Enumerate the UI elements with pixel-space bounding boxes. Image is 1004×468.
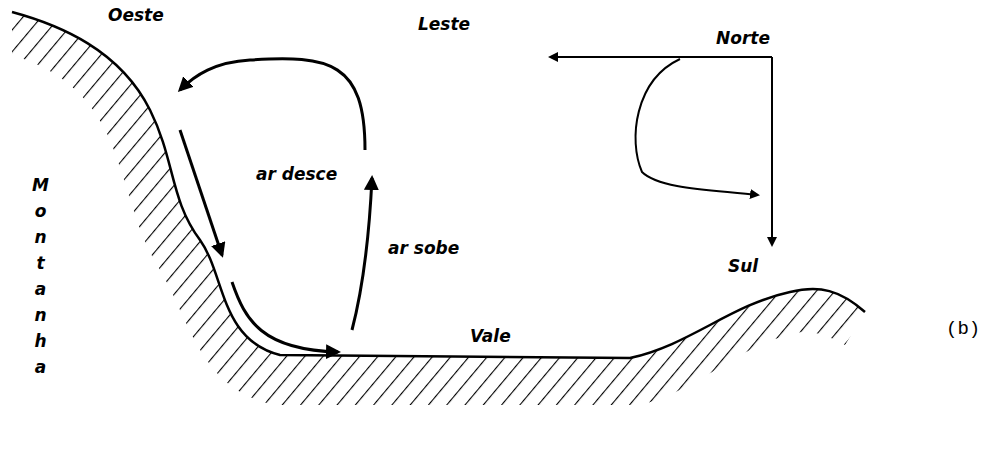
region-label: Montanha xyxy=(32,172,49,380)
compass-turn-arrow xyxy=(636,59,758,195)
compass-label: Norte xyxy=(716,28,770,48)
region-label: Vale xyxy=(470,326,511,346)
figure-tag: (b) xyxy=(946,318,980,341)
top-arrow xyxy=(180,59,365,150)
terrain-outline xyxy=(12,12,865,358)
flow-label: ar sobe xyxy=(388,238,459,258)
flow-label: ar desce xyxy=(256,164,337,184)
direction-label: Leste xyxy=(418,14,470,34)
direction-label: Oeste xyxy=(108,5,164,25)
compass-south-arrow xyxy=(771,57,773,245)
rise-arrow xyxy=(352,178,372,330)
descend-arrow xyxy=(180,130,222,255)
compass-west-arrow xyxy=(550,56,772,58)
ground-hatching xyxy=(12,12,865,405)
compass-label: Sul xyxy=(728,256,758,276)
slope-arrow xyxy=(232,282,338,352)
